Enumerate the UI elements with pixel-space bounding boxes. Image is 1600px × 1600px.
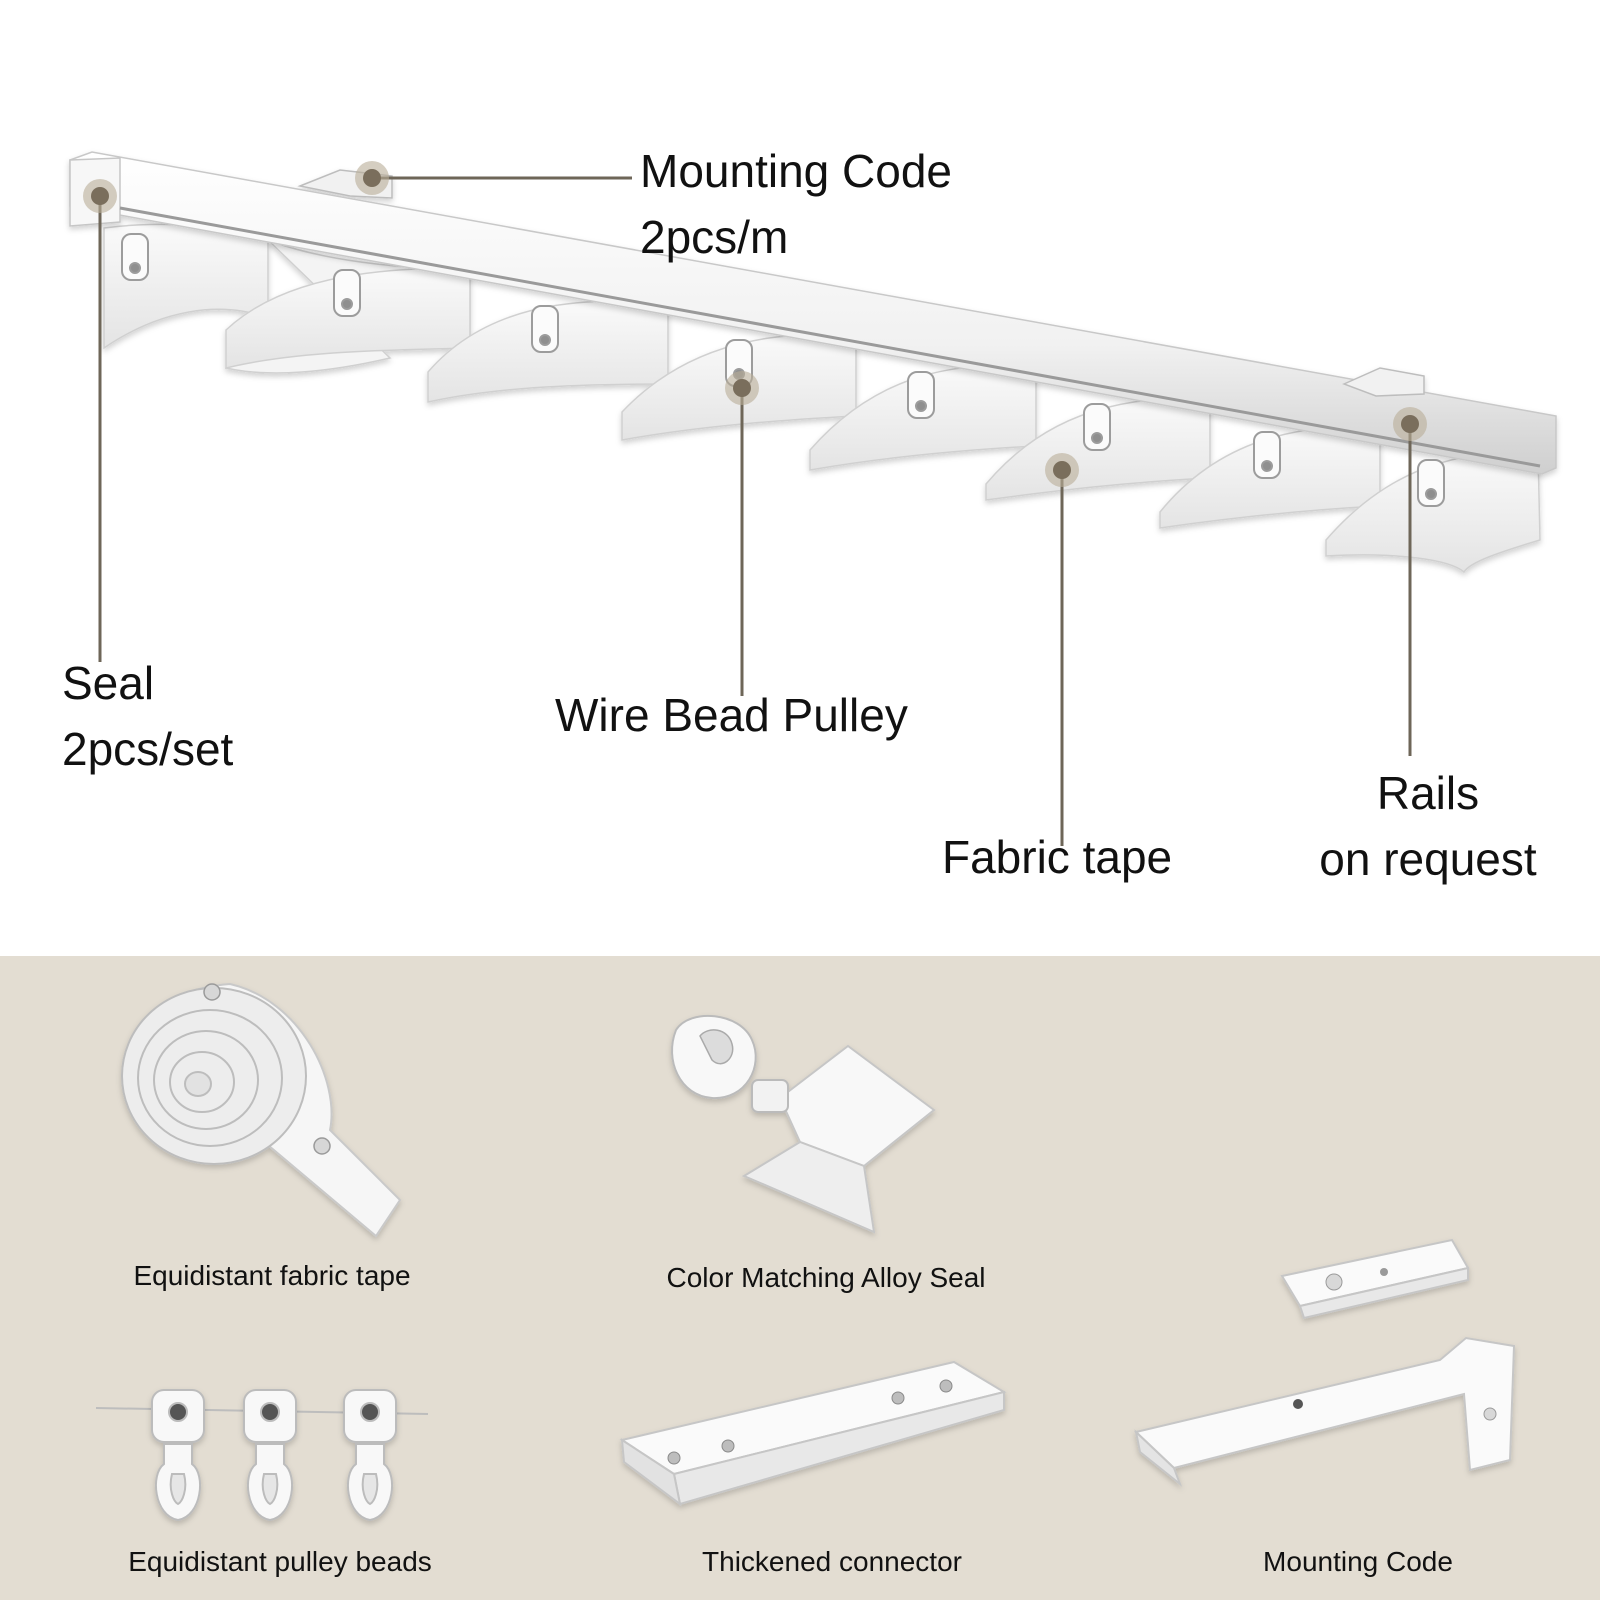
- callout-mounting-code: Mounting Code 2pcs/m: [640, 138, 952, 270]
- callout-seal-qty: 2pcs/set: [62, 723, 234, 775]
- alloy-seal-image: [671, 1014, 936, 1234]
- callout-wire-bead-pulley-title: Wire Bead Pulley: [555, 689, 908, 741]
- thickened-connector-image: [619, 1360, 1007, 1507]
- callout-mounting-code-title: Mounting Code: [640, 145, 952, 197]
- callout-rails-title: Rails: [1376, 767, 1480, 819]
- callout-fabric-tape-title: Fabric tape: [942, 831, 1173, 883]
- pulley-beads-image: [95, 1389, 429, 1522]
- caption-mounting-code: Mounting Code: [1263, 1546, 1453, 1577]
- callout-wire-bead-pulley: Wire Bead Pulley: [555, 682, 908, 748]
- callout-seal-title: Seal: [62, 657, 155, 709]
- callout-mounting-code-qty: 2pcs/m: [640, 211, 789, 263]
- mounting-code-image: [1133, 1238, 1516, 1488]
- callout-rails: Rails on request: [1308, 760, 1548, 892]
- callout-seal: Seal 2pcs/set: [62, 650, 233, 782]
- callout-fabric-tape: Fabric tape: [942, 824, 1172, 890]
- caption-thickened-connector: Thickened connector: [702, 1546, 962, 1577]
- fabric-tape-roll-image: [121, 982, 402, 1238]
- caption-alloy-seal: Color Matching Alloy Seal: [666, 1262, 986, 1293]
- caption-pulley-beads: Equidistant pulley beads: [128, 1546, 432, 1577]
- callout-markers: [83, 161, 1427, 846]
- caption-equidistant-fabric-tape: Equidistant fabric tape: [133, 1260, 411, 1291]
- callout-rails-note: on request: [1319, 833, 1537, 885]
- curtain-rail: [69, 151, 1557, 475]
